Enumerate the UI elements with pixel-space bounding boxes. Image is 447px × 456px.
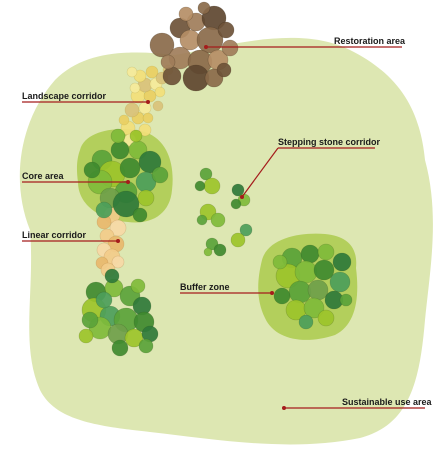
tree-circle bbox=[317, 243, 335, 261]
tree-circle bbox=[210, 212, 226, 228]
svg-text:Sustainable use area: Sustainable use area bbox=[342, 397, 433, 407]
tree-circle bbox=[317, 309, 335, 327]
buffer-zone-trees bbox=[272, 243, 353, 330]
tree-circle bbox=[339, 293, 353, 307]
corridor-circle bbox=[129, 82, 141, 94]
lower-forest-patch bbox=[78, 268, 159, 357]
tree-circle bbox=[313, 259, 335, 281]
tree-circle bbox=[273, 287, 291, 305]
tree-circle bbox=[230, 232, 246, 248]
svg-text:Buffer zone: Buffer zone bbox=[180, 282, 230, 292]
corridor-circle bbox=[109, 219, 127, 237]
tree-circle bbox=[130, 278, 146, 294]
corridor-circle bbox=[111, 255, 125, 269]
tree-circle bbox=[119, 157, 141, 179]
restoration-circle bbox=[178, 6, 194, 22]
tree-circle bbox=[230, 198, 242, 210]
tree-circle bbox=[112, 190, 140, 218]
tree-circle bbox=[110, 140, 130, 160]
label-core-area: Core area bbox=[22, 171, 130, 184]
tree-circle bbox=[332, 252, 352, 272]
svg-text:Linear corridor: Linear corridor bbox=[22, 230, 87, 240]
tree-circle bbox=[151, 166, 169, 184]
landscape-corridor bbox=[118, 64, 174, 147]
tree-circle bbox=[231, 183, 245, 197]
tree-circle bbox=[294, 260, 318, 284]
core-area-trees bbox=[83, 128, 169, 223]
corridor-circle bbox=[154, 86, 166, 98]
restoration-circle bbox=[160, 54, 176, 70]
label-landscape-corridor: Landscape corridor bbox=[22, 91, 150, 104]
restoration-circle bbox=[216, 62, 232, 78]
corridor-circle bbox=[126, 66, 138, 78]
corridor-circle bbox=[142, 112, 154, 124]
tree-circle bbox=[307, 279, 329, 301]
tree-circle bbox=[194, 180, 206, 192]
tree-circle bbox=[199, 167, 213, 181]
restoration-circle bbox=[162, 66, 182, 86]
restoration-circle bbox=[149, 32, 175, 58]
svg-text:Restoration area: Restoration area bbox=[334, 36, 406, 46]
tree-circle bbox=[303, 297, 325, 319]
restoration-circle bbox=[221, 39, 239, 57]
tree-circle bbox=[203, 177, 221, 195]
tree-circle bbox=[129, 129, 143, 143]
tree-circle bbox=[213, 243, 227, 257]
tree-circle bbox=[329, 271, 351, 293]
label-sustainable-use-area: Sustainable use area bbox=[282, 397, 433, 410]
tree-circle bbox=[95, 201, 113, 219]
svg-text:Landscape corridor: Landscape corridor bbox=[22, 91, 107, 101]
svg-text:Core area: Core area bbox=[22, 171, 65, 181]
tree-circle bbox=[288, 280, 312, 304]
corridor-circle bbox=[145, 65, 159, 79]
label-buffer-zone: Buffer zone bbox=[180, 282, 274, 295]
label-linear-corridor: Linear corridor bbox=[22, 230, 120, 243]
tree-circle bbox=[83, 161, 101, 179]
tree-circle bbox=[239, 223, 253, 237]
tree-circle bbox=[111, 339, 129, 357]
corridor-circle bbox=[118, 114, 130, 126]
corridor-circle bbox=[152, 100, 164, 112]
tree-circle bbox=[203, 247, 213, 257]
tree-circle bbox=[137, 189, 155, 207]
tree-circle bbox=[138, 338, 154, 354]
tree-circle bbox=[95, 291, 113, 309]
restoration-circle bbox=[197, 1, 211, 15]
tree-circle bbox=[272, 254, 288, 270]
tree-circle bbox=[132, 207, 148, 223]
tree-circle bbox=[196, 214, 208, 226]
label-stepping-stone-corridor: Stepping stone corridor bbox=[240, 137, 381, 199]
tree-circle bbox=[298, 314, 314, 330]
restoration-area bbox=[149, 1, 239, 92]
tree-circle bbox=[104, 268, 120, 284]
tree-circle bbox=[78, 328, 94, 344]
stepping-stone-patches bbox=[194, 167, 253, 257]
corridor-circle bbox=[138, 123, 152, 137]
corridor-circle bbox=[124, 102, 140, 118]
corridor-circle bbox=[138, 101, 152, 115]
tree-circle bbox=[81, 311, 99, 329]
tree-circle bbox=[110, 128, 126, 144]
tree-circle bbox=[300, 244, 320, 264]
tree-circle bbox=[124, 328, 144, 348]
label-restoration-area: Restoration area bbox=[204, 36, 406, 49]
svg-text:Stepping stone corridor: Stepping stone corridor bbox=[278, 137, 381, 147]
restoration-circle bbox=[217, 21, 235, 39]
